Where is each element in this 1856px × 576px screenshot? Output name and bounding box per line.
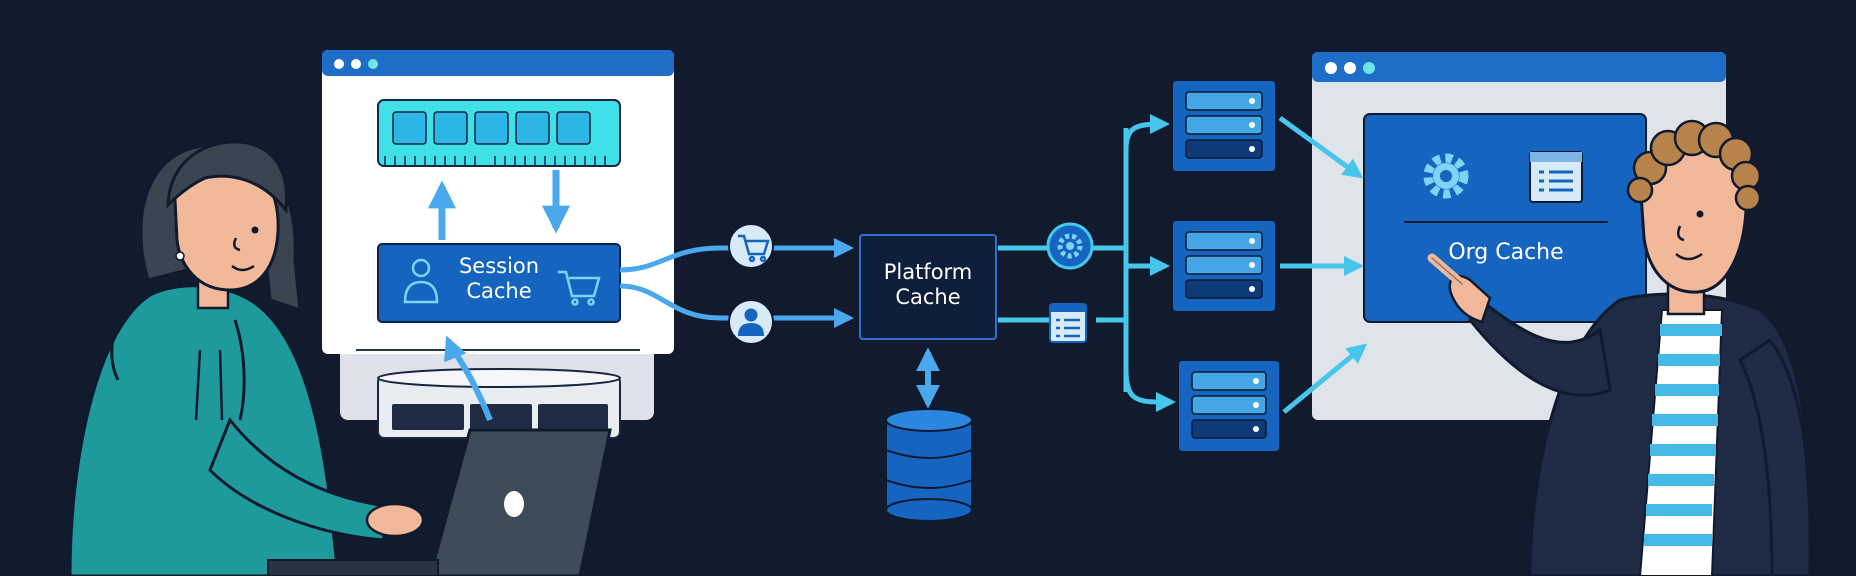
window-dot-icon [1325,62,1337,74]
platform-cache-label-line2: Cache [895,284,961,309]
cart-icon [728,223,774,269]
platform-cache-label: Platform Cache [860,260,996,310]
org-cache-box [1363,113,1647,323]
gear-icon [1423,153,1469,199]
server-icon [1177,359,1281,453]
window-dot-icon [1363,62,1375,74]
arrow-server-1-to-org [1278,115,1364,179]
list-icon [1529,151,1583,203]
window-dot-icon [351,59,361,69]
window-dot-icon [368,59,378,69]
arrow-to-server-3 [1123,369,1176,412]
session-cache-label-line2: Cache [466,278,532,303]
laptop-icon [267,428,612,576]
right-window-titlebar [1312,52,1726,82]
cart-icon [558,270,601,306]
left-window-titlebar [322,50,674,76]
database-icon [885,408,973,522]
session-storage-disk [377,368,621,439]
user-avatar-icon [728,299,774,345]
platform-cache-label-line1: Platform [883,260,973,284]
platform-cache-box [859,234,997,340]
arrow-to-server-1 [1123,114,1170,151]
org-cache-label: Org Cache [1448,240,1564,265]
server-icon [1171,79,1277,173]
session-cache-label: Session Cache [438,254,560,304]
arrow-user-to-platform [619,283,854,328]
person-icon [403,258,439,304]
arrow-server-3-to-org [1282,343,1368,414]
arrow-cart-to-platform [619,238,854,273]
gear-icon [1046,222,1094,270]
arrow-laptop-to-session [444,335,493,422]
session-cache-box [377,243,621,323]
memory-module-icon [377,99,621,167]
list-icon [1049,303,1087,343]
window-dot-icon [334,59,344,69]
user-man-illustration [1427,119,1814,576]
window-dot-icon [1344,62,1356,74]
session-cache-label-line1: Session [458,254,540,278]
user-woman-illustration [68,140,425,576]
server-icon [1171,219,1277,313]
